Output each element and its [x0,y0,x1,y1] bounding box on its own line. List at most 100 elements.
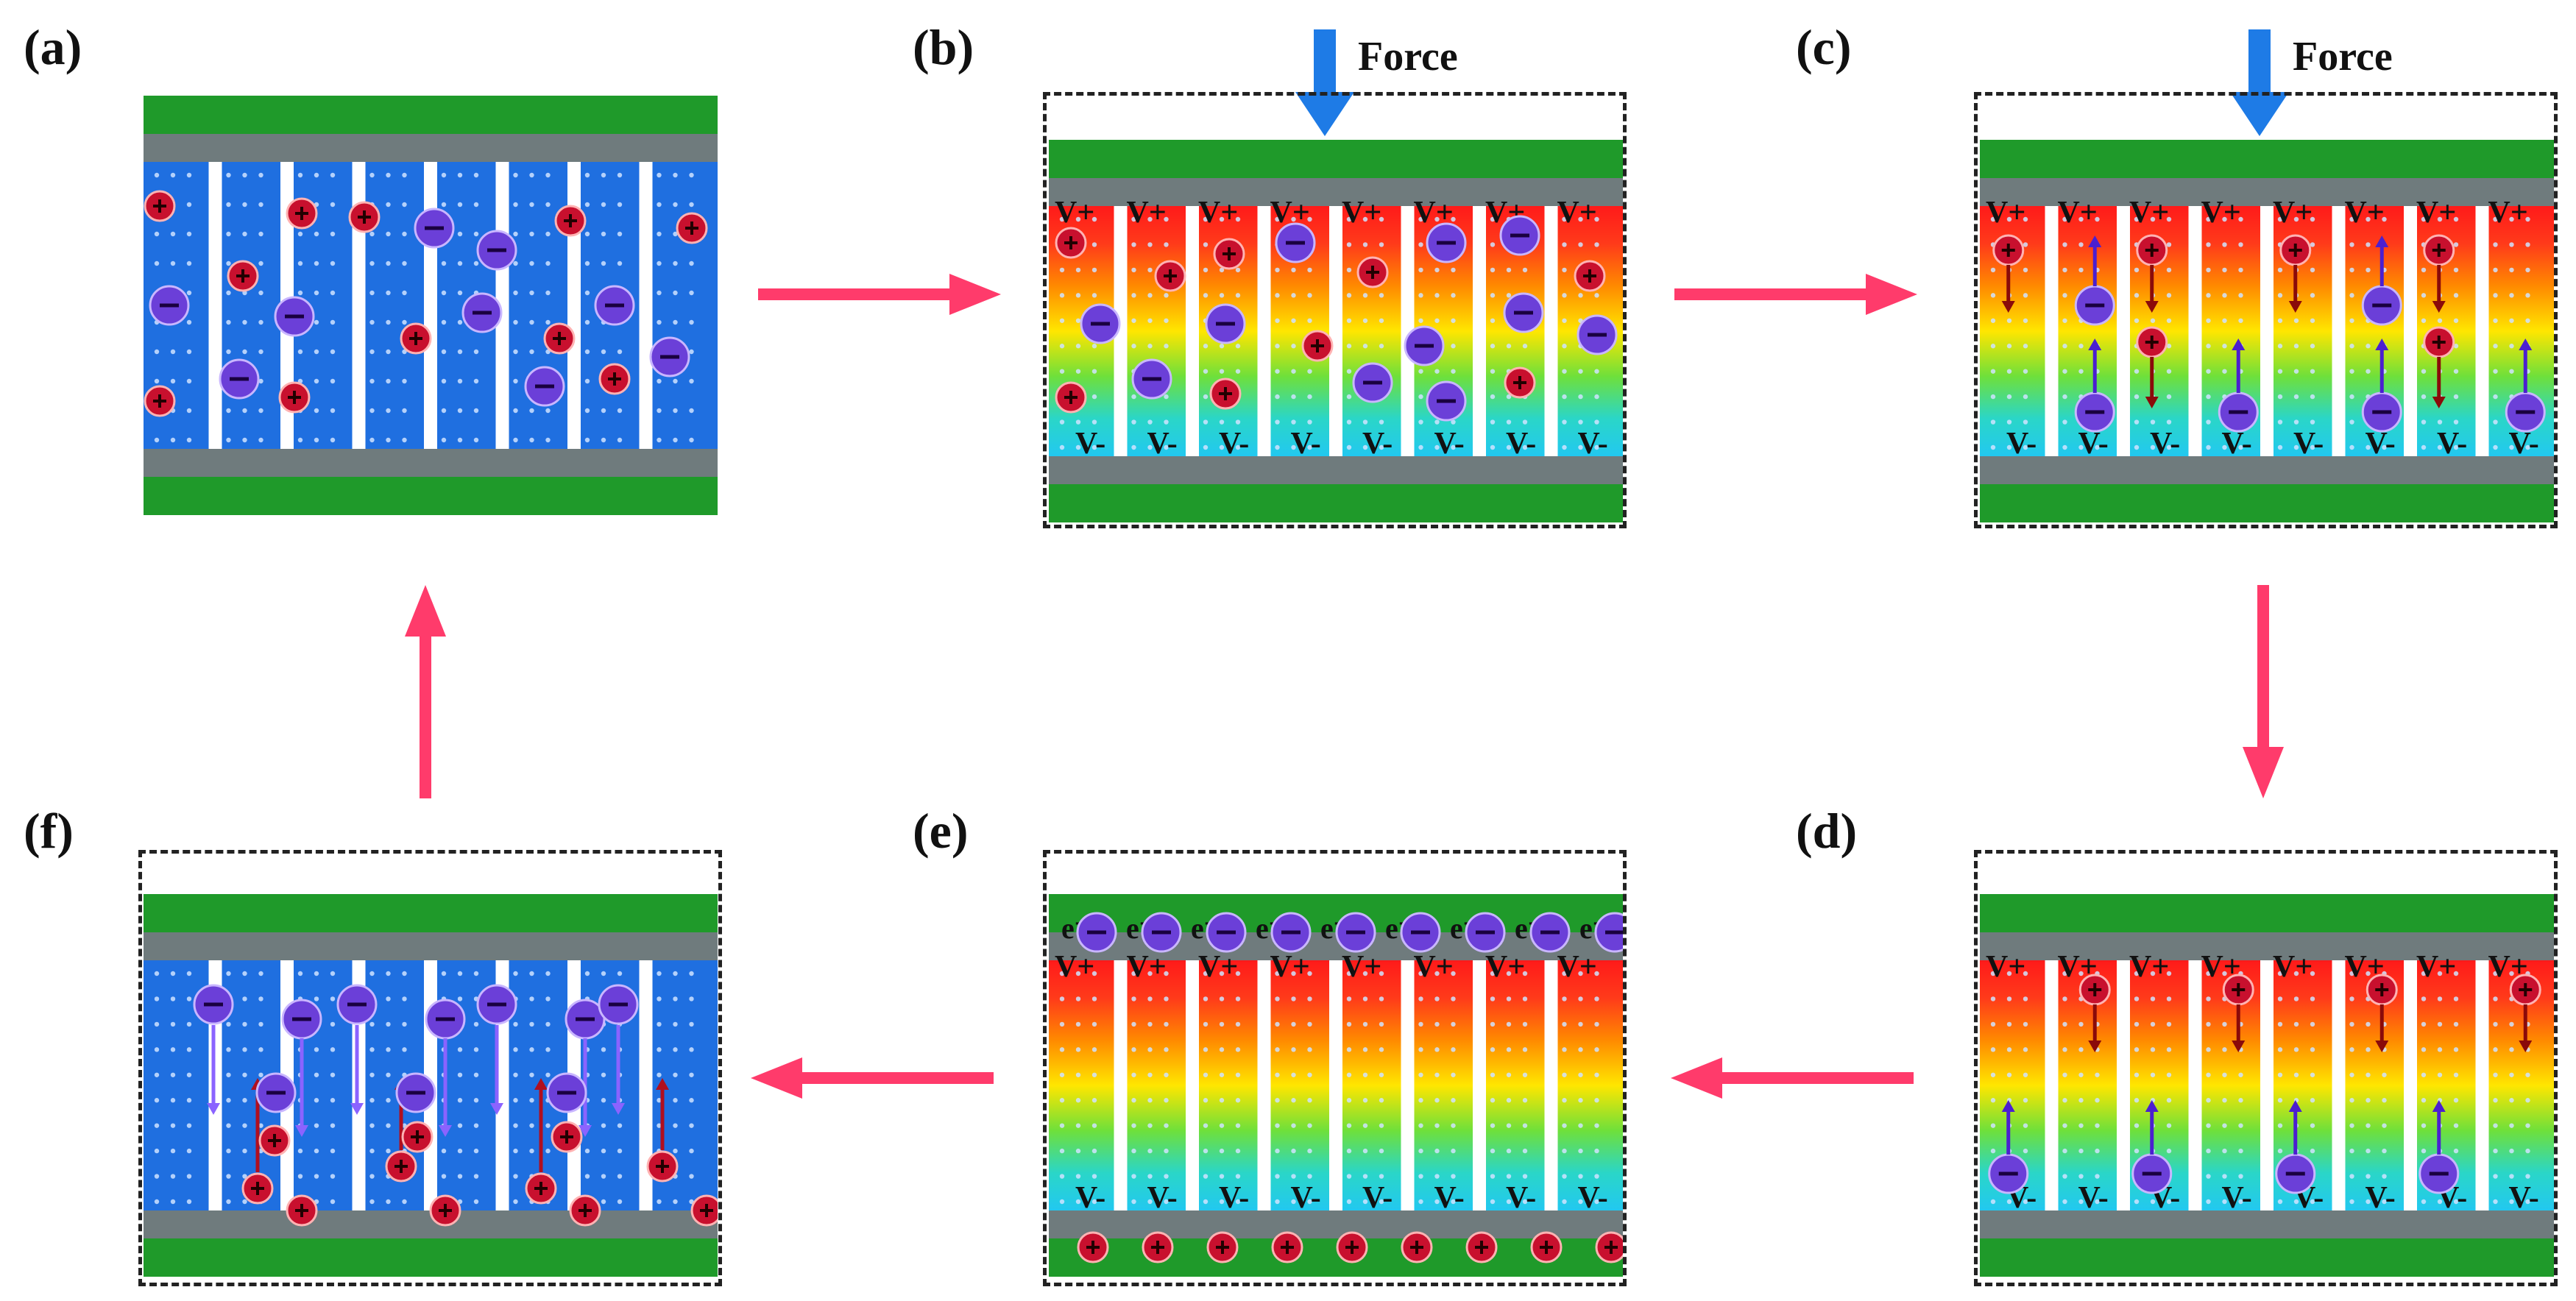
pore-dot [1059,419,1065,425]
pore-dot [186,996,192,1002]
arrowhead [2375,235,2389,247]
pore-dot [2222,344,2227,349]
plus-sign [1086,1241,1100,1254]
pore-dot [1578,293,1583,298]
pore-dot [689,1021,694,1027]
pore-dot [2134,318,2140,323]
pore-dot [2222,1123,2227,1128]
pore-dot [2493,1123,2498,1128]
plus-sign [2088,983,2102,996]
pore-dot [2206,971,2211,976]
channel-gap [567,162,581,449]
pore-dot [2222,1148,2227,1154]
pore-dot [513,1021,518,1027]
pore-dot [1091,1047,1097,1052]
pore-dot [1522,1021,1528,1027]
arrowhead [2232,338,2246,350]
pore-dot [2493,1174,2498,1179]
pore-dot [1131,996,1136,1002]
pore-dot [1147,1021,1153,1027]
pore-dot [1235,1072,1241,1077]
pore-dot [402,290,407,296]
pore-dot [1275,971,1280,976]
pore-dot [369,1174,375,1179]
pore-dot [2349,1098,2354,1103]
v-minus-marker: V- [1291,427,1321,461]
pore-dot [226,1174,231,1179]
pore-dot [673,231,678,237]
plus-sign [1345,1241,1359,1254]
pore-dot [330,231,336,237]
pore-dot [2277,996,2283,1002]
pore-dot [2525,1199,2530,1205]
pore-dot [2206,1123,2211,1128]
pore-dot [513,172,518,178]
pore-dot [1291,971,1296,976]
pore-dot [1990,1148,1996,1154]
frame-c [1974,92,2558,528]
v-minus-marker: V- [1219,427,1249,461]
plus-sign [295,1204,308,1217]
pore-dot [513,1072,518,1077]
pore-dot [1131,1021,1136,1027]
pore-dot [529,1123,534,1128]
pore-dot [2493,1148,2498,1154]
pore-dot [170,1098,176,1103]
pore-dot [2437,1021,2443,1027]
pore-dot [1275,344,1280,349]
pore-dot [2493,267,2498,273]
v-plus-marker: V+ [1986,950,2025,984]
pore-dot [457,319,463,325]
pore-dot [1059,1098,1065,1103]
pore-dot [545,408,551,414]
pore-dot [441,290,447,296]
pore-dot [2134,394,2140,400]
pore-dot [1307,216,1312,222]
pore-dot [1147,293,1153,298]
pore-dot [314,408,319,414]
pore-dot [584,1174,590,1179]
pore-dot [1451,293,1456,298]
pore-dot [1578,444,1583,450]
pore-dot [1075,419,1081,425]
pore-dot [242,319,247,325]
pore-dot [1490,971,1496,976]
pore-dot [473,231,479,237]
pore-dot [1235,996,1241,1002]
plus-sign [608,372,621,386]
pore-dot [1594,1047,1599,1052]
pore-dot [1147,1148,1153,1154]
pore-dot [1379,971,1384,976]
pore-dot [617,349,623,355]
pore-dot [1594,216,1599,222]
pore-dot [242,172,247,178]
pore-dot [2349,1072,2354,1077]
pore-dot [529,971,534,976]
v-plus-marker: V+ [2129,196,2169,230]
cell-diagram [144,894,718,1277]
v-plus-marker: V+ [1055,196,1094,230]
pore-dot [1307,1098,1312,1103]
panel-f-release [144,894,718,1277]
plus-sign [2145,336,2159,349]
pore-dot [1075,996,1081,1002]
pore-dot [314,1123,319,1128]
pore-dot [226,202,231,208]
pore-dot [657,1199,662,1205]
pore-dot [2277,369,2283,374]
pore-dot [1164,971,1169,976]
pore-dot [369,290,375,296]
pore-dot [2509,293,2514,298]
pore-dot [457,1174,463,1179]
pore-dot [1490,1047,1496,1052]
pore-dot [170,1174,176,1179]
pore-dot [1490,242,1496,247]
pore-dot [2238,1072,2243,1077]
pore-dot [473,408,479,414]
plus-sign [1064,236,1078,249]
bottom-plate [1049,456,1623,484]
pore-dot [186,971,192,976]
pore-dot [2349,1174,2354,1179]
pore-dot [2078,971,2084,976]
pore-dot [1147,344,1153,349]
